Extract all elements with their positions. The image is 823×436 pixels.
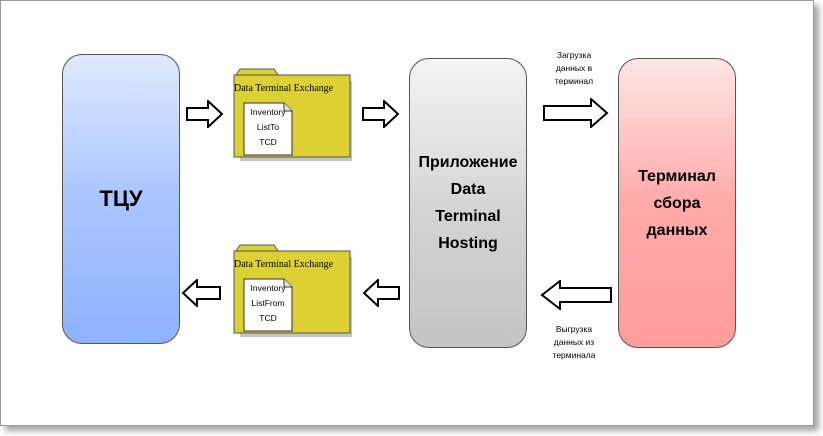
folder-icon (233, 244, 352, 337)
arrow-left-icon (362, 279, 400, 307)
arrow-right-icon (186, 100, 224, 128)
document-label: Inventory ListTo TCD (250, 107, 286, 147)
upload-label: Загрузка данных в терминал (554, 50, 594, 86)
tcu-label: ТЦУ (99, 186, 143, 211)
app-node: Приложение Data Terminal Hosting (409, 58, 527, 348)
terminal-label: Терминал сбора данных (638, 167, 716, 239)
download-label: Выгрузка данных из терминала (552, 324, 596, 360)
folder-title: Data Terminal Exchange (234, 259, 334, 270)
exchange-folder-bottom: Data Terminal Exchange Inventory ListFro… (230, 243, 354, 337)
tcu-node: ТЦУ (62, 54, 180, 344)
folder-title: Data Terminal Exchange (234, 83, 334, 94)
arrow-left-icon (181, 279, 221, 307)
document-label: Inventory ListFrom TCD (250, 283, 286, 323)
exchange-folder-top: Data Terminal Exchange Inventory ListTo … (230, 67, 354, 161)
app-label: Приложение Data Terminal Hosting (418, 154, 518, 252)
terminal-node: Терминал сбора данных (618, 58, 736, 348)
folder-icon (233, 68, 352, 161)
arrow-right-icon (362, 100, 400, 128)
arrow-right-icon (543, 98, 609, 128)
arrow-left-icon (540, 280, 612, 310)
